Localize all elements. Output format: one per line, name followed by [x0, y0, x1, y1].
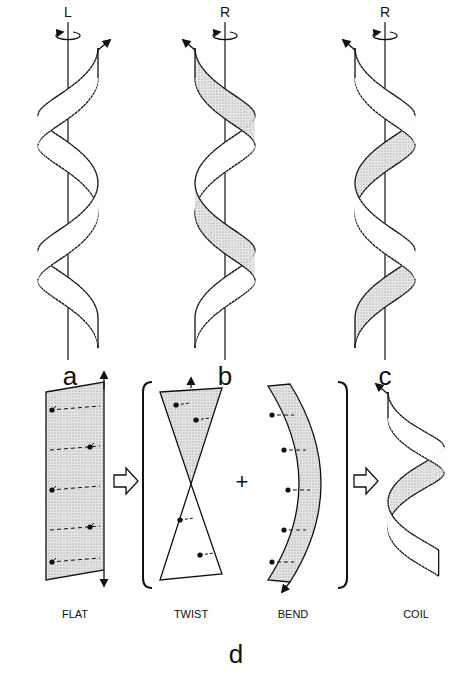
handedness-label: L: [64, 5, 72, 19]
side-groups: [269, 412, 310, 564]
side-groups: [49, 406, 100, 565]
handedness-label: R: [380, 5, 390, 19]
bracket: [143, 382, 347, 588]
panel-letter: a: [63, 363, 77, 389]
flat-ribbon: [46, 372, 104, 586]
plus-sign: +: [236, 471, 249, 493]
stage-label: TWIST: [174, 609, 208, 620]
panel-letter: d: [229, 641, 243, 667]
panel-letter: b: [218, 363, 232, 389]
block-arrow: [114, 468, 378, 494]
handedness-label: R: [220, 5, 230, 19]
side-groups: [173, 402, 214, 557]
bent-ribbon: [268, 384, 321, 592]
panel-letter: c: [379, 363, 392, 389]
twisted-ribbon: [160, 378, 222, 580]
stage-label: FLAT: [62, 609, 88, 620]
stage-label: COIL: [403, 609, 429, 620]
stage-label: BEND: [278, 609, 309, 620]
